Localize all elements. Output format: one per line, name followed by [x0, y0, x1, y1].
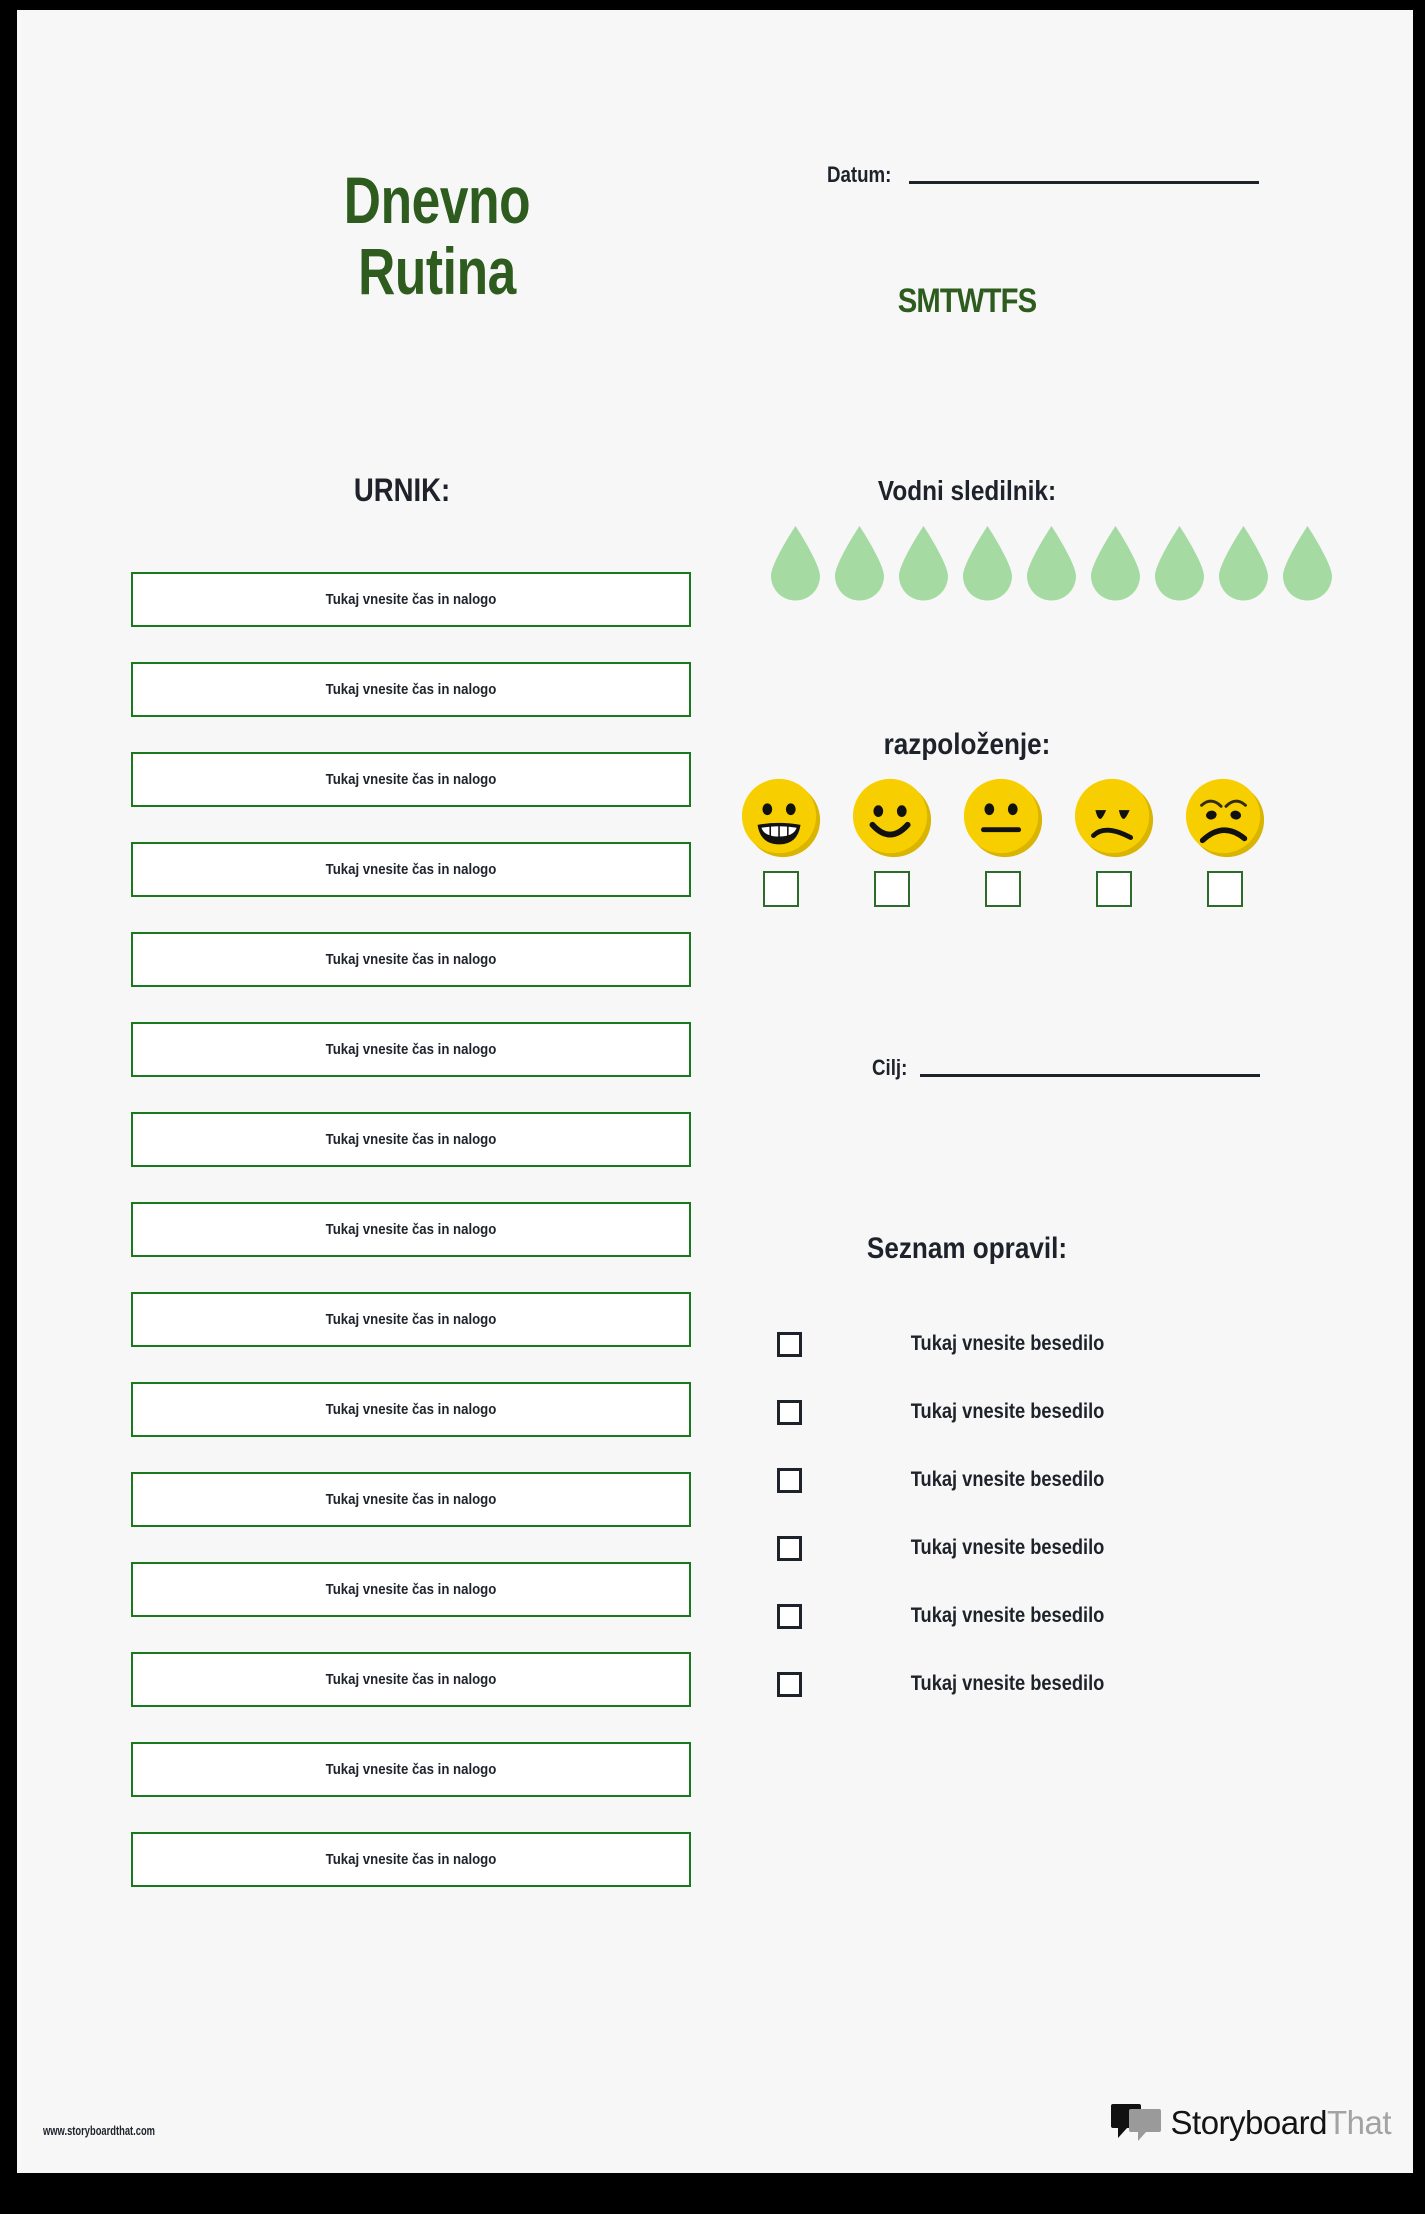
todo-item-text: Tukaj vnesite besedilo: [910, 1468, 1105, 1491]
water-tracker-heading: Vodni sledilnik:: [877, 475, 1057, 506]
page-title: Dnevno Rutina: [254, 163, 621, 309]
storyboardthat-logo[interactable]: StoryboardThat: [1110, 2102, 1392, 2144]
schedule-row-text: Tukaj vnesite čas in nalogo: [325, 1671, 497, 1688]
water-droplet-icon[interactable]: [1153, 525, 1206, 601]
schedule-row-text: Tukaj vnesite čas in nalogo: [325, 1311, 497, 1328]
brand-name-first: Storyboard: [1170, 2104, 1328, 2141]
page-title-line-2: Rutina: [358, 234, 516, 309]
water-tracker-row: [769, 525, 1334, 601]
todo-item[interactable]: Tukaj vnesite besedilo: [777, 1446, 1187, 1514]
schedule-row[interactable]: Tukaj vnesite čas in nalogo: [131, 1382, 691, 1437]
todo-item-text: Tukaj vnesite besedilo: [910, 1604, 1105, 1627]
footer-url[interactable]: www.storyboardthat.com: [43, 2123, 155, 2138]
mood-option[interactable]: [1072, 776, 1156, 907]
schedule-row[interactable]: Tukaj vnesite čas in nalogo: [131, 572, 691, 627]
smiling-face-icon[interactable]: [850, 776, 934, 860]
page-title-line-1: Dnevno: [343, 163, 531, 237]
todo-item[interactable]: Tukaj vnesite besedilo: [777, 1650, 1187, 1718]
date-field[interactable]: Datum:: [827, 162, 1259, 188]
water-droplet-icon[interactable]: [1217, 525, 1270, 601]
goal-label: Cilj:: [872, 1055, 908, 1080]
storyboardthat-wordmark: StoryboardThat: [1170, 2104, 1392, 2142]
todo-item[interactable]: Tukaj vnesite besedilo: [777, 1378, 1187, 1446]
mood-option[interactable]: [739, 776, 823, 907]
schedule-row[interactable]: Tukaj vnesite čas in nalogo: [131, 932, 691, 987]
schedule-row[interactable]: Tukaj vnesite čas in nalogo: [131, 1472, 691, 1527]
schedule-row-text: Tukaj vnesite čas in nalogo: [325, 951, 497, 968]
schedule-row[interactable]: Tukaj vnesite čas in nalogo: [131, 1562, 691, 1617]
schedule-row-text: Tukaj vnesite čas in nalogo: [325, 1131, 497, 1148]
water-droplet-icon[interactable]: [961, 525, 1014, 601]
mood-checkbox[interactable]: [763, 871, 799, 907]
todo-item[interactable]: Tukaj vnesite besedilo: [777, 1514, 1187, 1582]
mood-checkbox[interactable]: [874, 871, 910, 907]
schedule-row-text: Tukaj vnesite čas in nalogo: [325, 1401, 497, 1418]
mood-row: [739, 776, 1267, 907]
brand-name-second: That: [1326, 2104, 1392, 2141]
schedule-row-text: Tukaj vnesite čas in nalogo: [325, 1761, 497, 1778]
water-droplet-icon[interactable]: [769, 525, 822, 601]
schedule-row-text: Tukaj vnesite čas in nalogo: [325, 861, 497, 878]
speech-bubbles-icon: [1110, 2102, 1163, 2144]
water-droplet-icon[interactable]: [897, 525, 950, 601]
water-droplet-icon[interactable]: [1281, 525, 1334, 601]
goal-write-line[interactable]: [919, 1074, 1260, 1077]
mood-option[interactable]: [961, 776, 1045, 907]
days-of-week[interactable]: SMTWTFS: [897, 282, 1037, 320]
mood-checkbox[interactable]: [985, 871, 1021, 907]
schedule-row-text: Tukaj vnesite čas in nalogo: [325, 1491, 497, 1508]
schedule-row-text: Tukaj vnesite čas in nalogo: [325, 1851, 497, 1868]
mood-option[interactable]: [1183, 776, 1267, 907]
schedule-row-text: Tukaj vnesite čas in nalogo: [325, 771, 497, 788]
date-label: Datum:: [827, 162, 892, 187]
todo-item-text: Tukaj vnesite besedilo: [910, 1332, 1105, 1355]
todo-item-text: Tukaj vnesite besedilo: [910, 1400, 1105, 1423]
todo-heading: Seznam opravil:: [866, 1232, 1068, 1265]
todo-item[interactable]: Tukaj vnesite besedilo: [777, 1582, 1187, 1650]
mood-option[interactable]: [850, 776, 934, 907]
todo-checkbox[interactable]: [777, 1671, 802, 1697]
schedule-row[interactable]: Tukaj vnesite čas in nalogo: [131, 1832, 691, 1887]
schedule-row[interactable]: Tukaj vnesite čas in nalogo: [131, 842, 691, 897]
schedule-row[interactable]: Tukaj vnesite čas in nalogo: [131, 662, 691, 717]
todo-item[interactable]: Tukaj vnesite besedilo: [777, 1310, 1187, 1378]
schedule-row-text: Tukaj vnesite čas in nalogo: [325, 591, 497, 608]
schedule-row-text: Tukaj vnesite čas in nalogo: [325, 1041, 497, 1058]
water-droplet-icon[interactable]: [1025, 525, 1078, 601]
sad-face-icon[interactable]: [1183, 776, 1267, 860]
todo-item-text: Tukaj vnesite besedilo: [910, 1672, 1105, 1695]
schedule-heading: URNIK:: [353, 472, 451, 508]
todo-checkbox[interactable]: [777, 1467, 802, 1493]
todo-checkbox[interactable]: [777, 1535, 802, 1561]
grinning-face-icon[interactable]: [739, 776, 823, 860]
schedule-row[interactable]: Tukaj vnesite čas in nalogo: [131, 1742, 691, 1797]
todo-item-text: Tukaj vnesite besedilo: [910, 1536, 1105, 1559]
goal-field[interactable]: Cilj:: [872, 1055, 1260, 1081]
schedule-row[interactable]: Tukaj vnesite čas in nalogo: [131, 1292, 691, 1347]
todo-checkbox[interactable]: [777, 1603, 802, 1629]
schedule-row-text: Tukaj vnesite čas in nalogo: [325, 681, 497, 698]
schedule-row[interactable]: Tukaj vnesite čas in nalogo: [131, 1022, 691, 1077]
todo-checkbox[interactable]: [777, 1399, 802, 1425]
schedule-row[interactable]: Tukaj vnesite čas in nalogo: [131, 1202, 691, 1257]
water-droplet-icon[interactable]: [1089, 525, 1142, 601]
schedule-row-text: Tukaj vnesite čas in nalogo: [325, 1581, 497, 1598]
schedule-row[interactable]: Tukaj vnesite čas in nalogo: [131, 1112, 691, 1167]
water-droplet-icon[interactable]: [833, 525, 886, 601]
neutral-face-icon[interactable]: [961, 776, 1045, 860]
schedule-row-text: Tukaj vnesite čas in nalogo: [325, 1221, 497, 1238]
schedule-row[interactable]: Tukaj vnesite čas in nalogo: [131, 752, 691, 807]
mood-checkbox[interactable]: [1096, 871, 1132, 907]
frowning-face-icon[interactable]: [1072, 776, 1156, 860]
mood-heading: razpoloženje:: [883, 728, 1051, 761]
mood-checkbox[interactable]: [1207, 871, 1243, 907]
todo-checkbox[interactable]: [777, 1331, 802, 1357]
worksheet-poster: Dnevno Rutina Datum: SMTWTFS URNIK: Tuka…: [17, 10, 1413, 2173]
date-write-line[interactable]: [908, 181, 1259, 184]
schedule-row[interactable]: Tukaj vnesite čas in nalogo: [131, 1652, 691, 1707]
